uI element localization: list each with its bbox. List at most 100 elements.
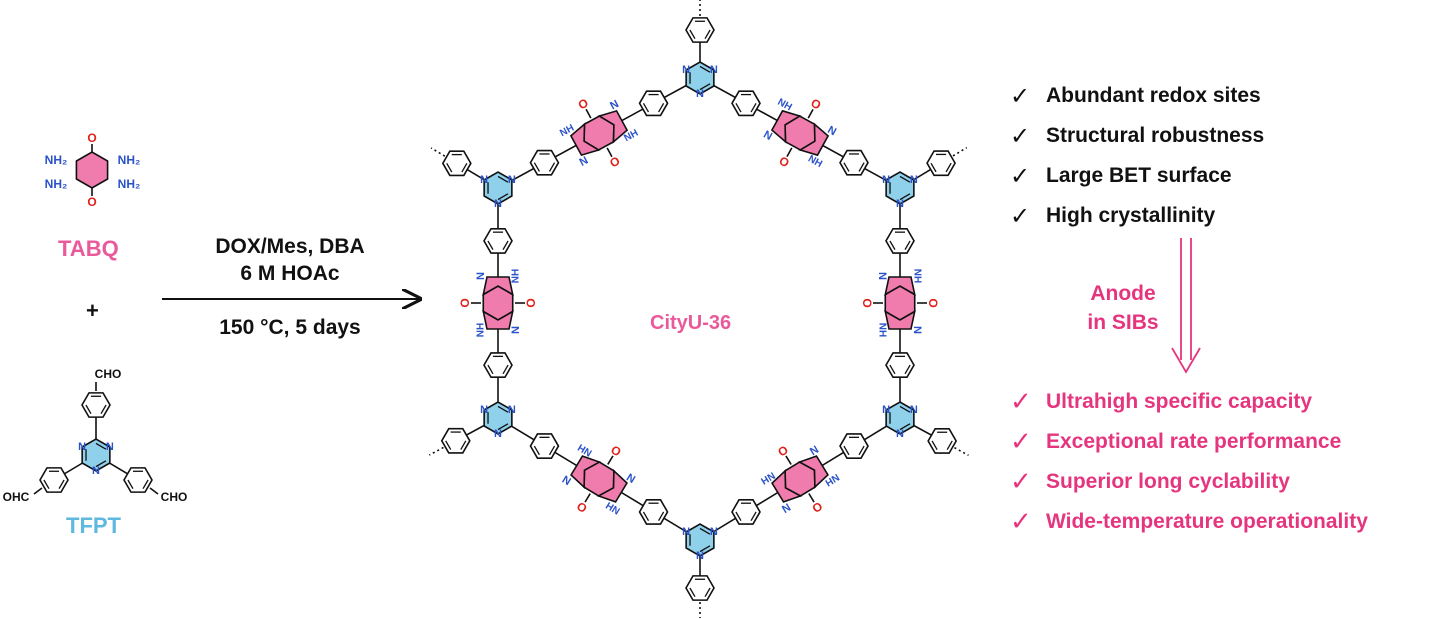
property-item: ✓Large BET surface <box>1010 156 1264 196</box>
double-bond <box>642 511 650 521</box>
nitrogen-label: N <box>896 198 904 210</box>
carbonyl-bond <box>786 147 793 158</box>
oxygen-label: O <box>574 499 589 516</box>
continuation-bond <box>428 446 444 456</box>
double-bond <box>889 240 896 250</box>
double-bond <box>750 511 757 521</box>
nitrogen-label: N <box>910 174 918 186</box>
nitrogen-label: N <box>510 326 522 334</box>
double-bond <box>699 83 711 91</box>
double-bond <box>497 193 509 201</box>
tabq-label: TABQ <box>58 236 119 261</box>
product-name: CityU-36 <box>650 312 732 334</box>
continuation-bond <box>430 147 446 157</box>
double-bond <box>461 163 468 173</box>
nitrogen-label: N <box>710 64 718 76</box>
nitrogen-label: N <box>625 470 638 484</box>
double-bond <box>548 162 556 172</box>
double-bond <box>699 545 711 553</box>
imidazole-ring <box>569 122 601 157</box>
double-bond <box>699 527 711 535</box>
nitrogen-label: N <box>761 129 774 143</box>
nitrogen-label: N <box>578 155 591 169</box>
nitrogen-label: N <box>910 404 918 416</box>
double-bond <box>100 404 107 415</box>
property-text: Structural robustness <box>1046 124 1265 147</box>
imidazole-ring <box>596 469 628 503</box>
nitrogen-label: N <box>779 500 792 514</box>
double-bond <box>95 442 107 450</box>
double-bond <box>899 405 911 413</box>
oxygen-label: O <box>607 154 622 171</box>
aldehyde-label: OHC <box>3 490 30 504</box>
carbonyl-bond <box>584 493 591 503</box>
check-icon: ✓ <box>1010 122 1031 150</box>
performance-item: ✓Wide-temperature operationality <box>1010 502 1368 542</box>
oxygen-label: O <box>576 96 591 113</box>
continuation-bond <box>952 146 968 157</box>
double-bond <box>502 240 509 250</box>
nitrogen-label: N <box>896 428 904 440</box>
nitrogen-label: N <box>480 174 488 186</box>
double-bond <box>735 102 742 113</box>
double-bond <box>930 162 937 173</box>
nh-label: NH <box>576 441 594 458</box>
nitrogen-label: N <box>882 404 890 416</box>
oxygen-label: O <box>458 298 472 307</box>
imidazole-ring <box>797 455 829 489</box>
double-bond <box>699 65 711 73</box>
property-item: ✓ Structural robustness <box>1010 116 1264 156</box>
double-bond <box>58 479 65 490</box>
nitrogen-label: N <box>78 441 86 453</box>
double-bond <box>502 364 509 375</box>
imidazole-ring <box>884 309 916 330</box>
double-bond <box>658 102 665 113</box>
double-bond <box>899 175 911 183</box>
nitrogen-label: N <box>882 174 890 186</box>
nitrogen-label: N <box>696 88 704 100</box>
carbonyl-bond <box>785 455 792 465</box>
performance-item: ✓Exceptional rate performance <box>1010 422 1368 462</box>
double-bond <box>487 364 494 375</box>
imidazole-ring <box>771 469 803 503</box>
check-icon: ✓ <box>1010 387 1032 417</box>
nh-label: NH <box>806 153 824 170</box>
application-arrow <box>1171 238 1201 374</box>
nh-label: NH <box>912 269 923 283</box>
carbonyl-bond <box>807 108 814 119</box>
check-icon: ✓ <box>1010 427 1032 457</box>
double-bond <box>889 364 896 375</box>
double-bond <box>142 479 149 490</box>
nh-label: NH <box>776 97 794 114</box>
aldehyde-label: CHO <box>161 490 188 504</box>
oxygen-label: O <box>860 298 874 307</box>
oxygen-label: O <box>777 154 792 171</box>
double-bond <box>85 404 92 415</box>
nitrogen-label: N <box>710 526 718 538</box>
property-text: Large BET surface <box>1046 164 1232 187</box>
double-bond <box>899 193 911 201</box>
double-bond <box>946 440 953 451</box>
tabq-ring <box>75 151 109 189</box>
double-bond <box>445 440 452 450</box>
nitrogen-label: N <box>608 98 621 112</box>
amine-label: NH₂ <box>118 177 141 191</box>
nitrogen-label: N <box>682 64 690 76</box>
amine-label: NH₂ <box>45 177 68 191</box>
double-bond <box>95 460 107 468</box>
condition-solvent: DOX/Mes, DBA <box>215 235 365 258</box>
double-bond <box>642 102 650 113</box>
imidazole-ring <box>798 122 830 157</box>
oxygen-label: O <box>775 442 790 459</box>
double-bond <box>945 162 952 173</box>
nitrogen-label: N <box>911 326 923 334</box>
double-bond <box>658 511 665 521</box>
oxygen-label: O <box>87 195 96 209</box>
